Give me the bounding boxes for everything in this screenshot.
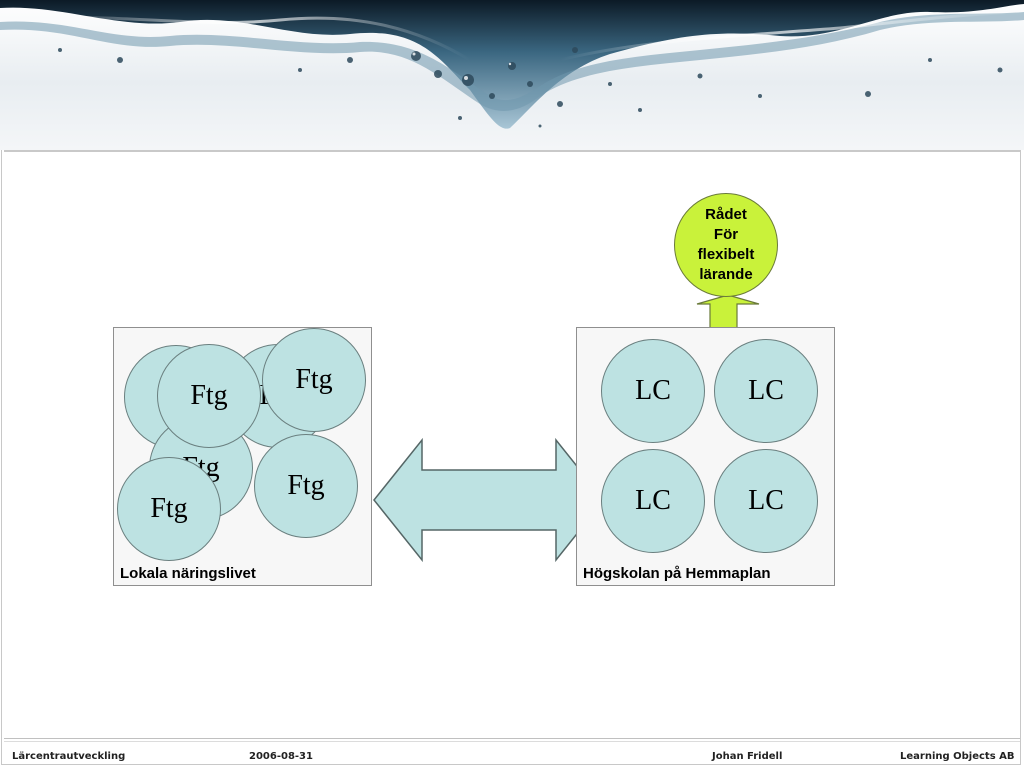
council-node: Rådet För flexibelt lärande bbox=[674, 193, 778, 297]
up-arrow bbox=[696, 294, 760, 330]
learning-center-node: LC bbox=[714, 339, 818, 443]
water-splash-banner bbox=[0, 0, 1024, 150]
footer-author: Johan Fridell bbox=[712, 751, 783, 762]
double-arrow bbox=[373, 437, 605, 563]
box-label-local-business: Lokala näringslivet bbox=[120, 565, 256, 582]
company-node: Ftg bbox=[157, 344, 261, 448]
company-node: Ftg bbox=[262, 328, 366, 432]
learning-center-node: LC bbox=[714, 449, 818, 553]
footer-date: 2006-08-31 bbox=[249, 751, 313, 762]
footer-rule-secondary bbox=[4, 741, 1020, 742]
header-rule bbox=[4, 150, 1020, 152]
footer-title: Lärcentrautveckling bbox=[12, 751, 126, 762]
company-node: Ftg bbox=[117, 457, 221, 561]
company-node: Ftg bbox=[254, 434, 358, 538]
box-label-home-university: Högskolan på Hemmaplan bbox=[583, 565, 771, 582]
learning-center-node: LC bbox=[601, 339, 705, 443]
footer-company: Learning Objects AB bbox=[900, 751, 1015, 762]
footer-rule bbox=[4, 738, 1020, 739]
council-label: Rådet För flexibelt lärande bbox=[697, 206, 755, 283]
learning-center-node: LC bbox=[601, 449, 705, 553]
